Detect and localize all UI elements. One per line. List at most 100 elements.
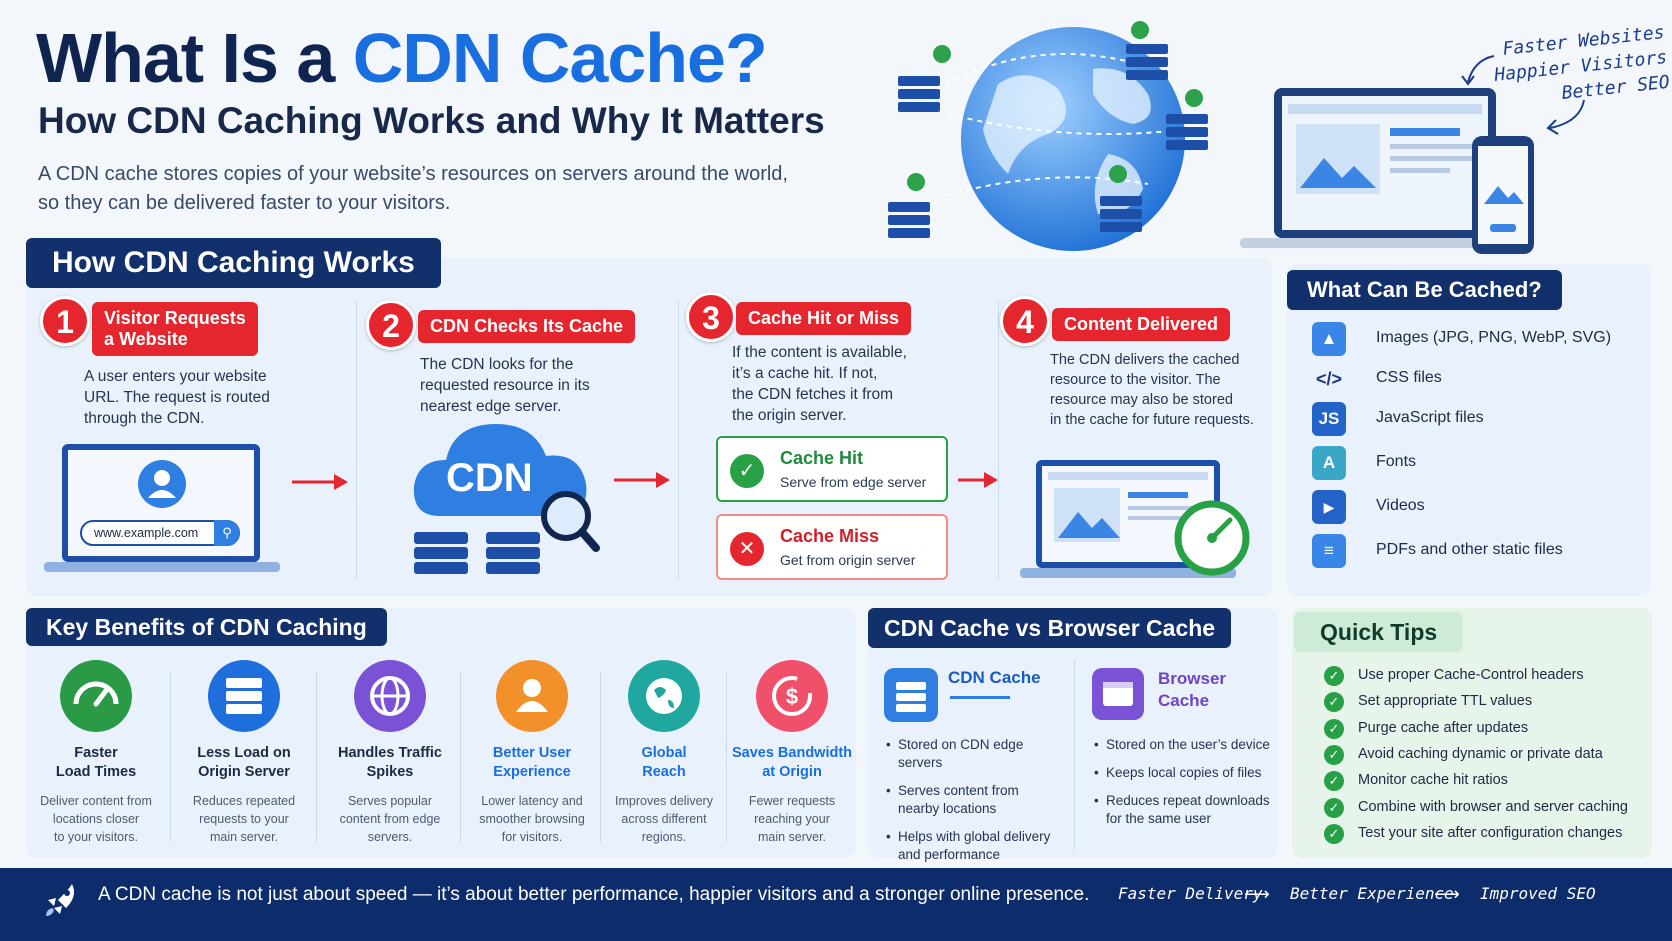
cached-item: ≡ PDFs and other static files — [1312, 532, 1642, 570]
benefit-divider — [726, 672, 727, 842]
cdn-cloud-illustration — [413, 424, 600, 574]
image-icon: ▲ — [1312, 322, 1346, 356]
tip-item: ✓ Purge cache after updates — [1324, 715, 1654, 743]
footer-message: A CDN cache is not just about speed — it… — [98, 884, 1090, 905]
tip-item: ✓ Combine with browser and server caching — [1324, 794, 1654, 822]
step-2-label: CDN Checks Its Cache — [418, 310, 636, 343]
speedometer-icon — [60, 660, 132, 732]
step-number-4: 4 — [1000, 296, 1050, 346]
step-1-description: A user enters your website URL. The requ… — [84, 368, 270, 427]
arrow-right-icon — [958, 472, 998, 488]
step-divider — [356, 300, 357, 580]
dollar-refresh-icon: $ — [756, 660, 828, 732]
step-3-label: Cache Hit or Miss — [736, 302, 912, 335]
footer-flow-step: Improved SEO — [1480, 884, 1596, 903]
tip-item: ✓ Set appropriate TTL values — [1324, 688, 1654, 716]
server-icon — [208, 660, 280, 732]
footer-flow-step: Faster Delivery — [1118, 884, 1263, 903]
check-icon: ✓ — [1324, 692, 1344, 713]
check-icon: ✓ — [1324, 718, 1344, 739]
arrow-right-icon: ⟶ — [1244, 884, 1270, 904]
tip-item: ✓Avoid caching dynamic or private data — [1324, 741, 1654, 769]
play-icon: ▶ — [1312, 490, 1346, 524]
rocket-icon — [46, 884, 74, 916]
laptop-phone-illustration — [1240, 88, 1534, 254]
step-number-1: 1 — [40, 296, 90, 346]
benefit-divider — [600, 672, 601, 842]
cdn-cloud-label: CDN — [446, 456, 533, 500]
cdn-title-underline — [950, 696, 1010, 699]
url-text: www.example.com — [94, 526, 199, 540]
key-benefits-heading: Key Benefits of CDN Caching — [26, 608, 387, 646]
step-3-description: If the content is available, it’s a cach… — [732, 344, 907, 424]
url-bar[interactable]: www.example.com ⚲ — [80, 520, 240, 546]
page-subtitle: How CDN Caching Works and Why It Matters — [38, 100, 825, 141]
check-icon: ✓ — [1324, 666, 1344, 686]
step-number-3: 3 — [686, 292, 736, 342]
what-can-be-cached-heading: What Can Be Cached? — [1287, 270, 1562, 310]
tip-text: Set appropriate TTL values — [1358, 693, 1533, 710]
step-2-description: The CDN looks for the requested resource… — [420, 356, 590, 415]
browser-window-icon — [1092, 668, 1144, 720]
quick-tips-heading: Quick Tips — [1294, 612, 1464, 652]
cached-item: ▶ Videos — [1312, 488, 1642, 526]
globe-network-illustration — [888, 21, 1208, 251]
vs-divider — [1074, 660, 1075, 850]
footer-flow-step: Better Experience — [1290, 884, 1454, 903]
tip-item: ✓ Use proper Cache-Control headers — [1324, 662, 1654, 690]
search-icon[interactable]: ⚲ — [214, 520, 240, 546]
tip-text: Purge cache after updates — [1358, 719, 1529, 736]
cached-item: A Fonts — [1312, 444, 1642, 482]
arrow-right-icon — [292, 474, 348, 490]
benefit-divider — [170, 672, 171, 842]
globe-icon — [354, 660, 426, 732]
intro-text: A CDN cache stores copies of your websit… — [38, 163, 788, 214]
handnote-arrow-right-icon — [1546, 99, 1585, 135]
cache-hit-box: ✓ Cache Hit Serve from edge server — [716, 436, 948, 502]
js-icon: JS — [1312, 402, 1346, 436]
cdn-cache-points: Stored on CDN edge serversServes content… — [886, 736, 1070, 874]
code-icon: </> — [1315, 369, 1343, 389]
browser-cache-points: Stored on the user’s deviceKeeps local c… — [1094, 736, 1284, 838]
check-icon: ✓ — [730, 454, 764, 488]
cdn-cache-title: CDN Cache — [948, 668, 1041, 687]
cache-hit-subtitle: Serve from edge server — [780, 474, 927, 490]
step-number-2: 2 — [366, 300, 416, 350]
comparison-point: Stored on the user’s device — [1094, 736, 1284, 754]
check-icon: ✓ — [1324, 797, 1344, 818]
tip-text: Use proper Cache-Control headers — [1358, 667, 1584, 683]
footer-banner — [0, 868, 1672, 941]
comparison-point: Keeps local copies of files — [1094, 764, 1284, 782]
how-it-works-heading: How CDN Caching Works — [26, 238, 441, 288]
step-1-label: Visitor Requests a Website — [92, 302, 258, 356]
cdn-server-icon — [884, 668, 938, 722]
comparison-point: Stored on CDN edge servers — [886, 736, 1070, 772]
tip-text: Combine with browser and server caching — [1358, 798, 1628, 815]
arrow-right-icon — [614, 472, 670, 488]
page-title: What Is a CDN Cache? — [36, 19, 768, 97]
cache-hit-title: Cache Hit — [780, 448, 864, 468]
cache-miss-title: Cache Miss — [780, 526, 880, 546]
cache-miss-subtitle: Get from origin server — [780, 552, 916, 568]
check-icon: ✓ — [1324, 823, 1344, 844]
tip-item: ✓Test your site after configuration chan… — [1324, 820, 1654, 848]
tip-text: Avoid caching dynamic or private data — [1358, 745, 1603, 762]
cdn-vs-browser-heading: CDN Cache vs Browser Cache — [868, 608, 1232, 648]
